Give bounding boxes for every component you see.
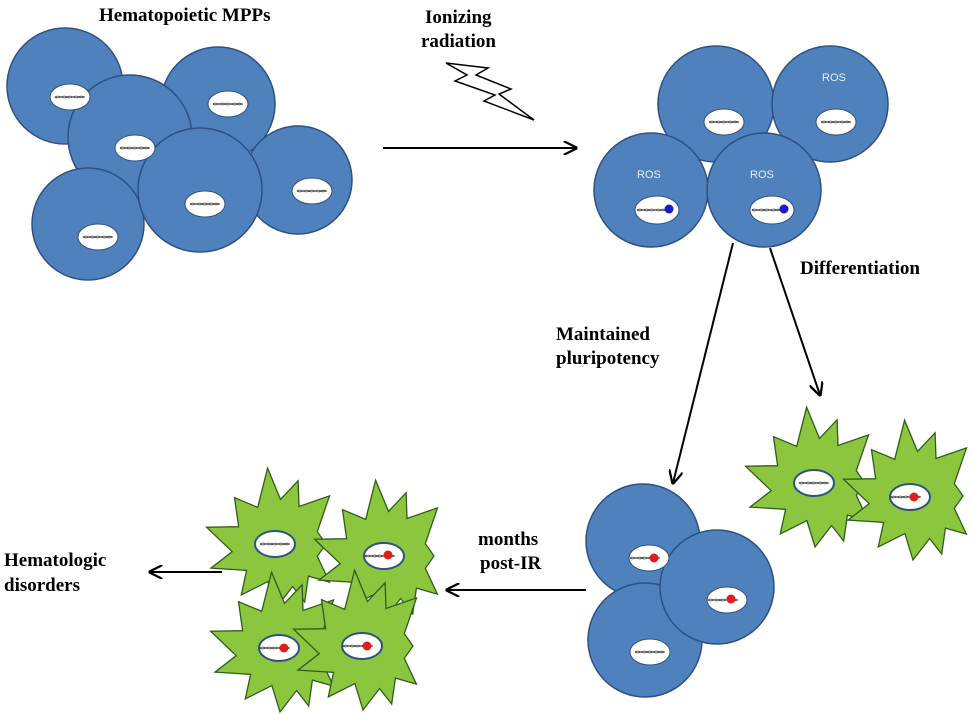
mutation-dot [279, 643, 289, 653]
ros-damage-dot [779, 204, 789, 214]
lightning-bolt-icon [445, 62, 535, 121]
mpp-nuclei [49, 83, 333, 251]
months-label-line2: post-IR [480, 553, 542, 574]
nucleus [184, 190, 226, 218]
nucleus [634, 195, 680, 225]
mpp-title: Hematopoietic MPPs [99, 5, 271, 26]
nucleus [703, 108, 745, 136]
differentiation-arrow [769, 247, 820, 395]
nucleus [815, 108, 857, 136]
stem-cell-ros [771, 45, 889, 163]
pluripotent-nuclei [628, 544, 748, 666]
ros-label: ROS [822, 72, 846, 84]
transformed-cell-group [205, 466, 439, 714]
differentiation-label: Differentiation [800, 258, 920, 279]
stem-cell [137, 127, 263, 253]
mutation-dot [383, 550, 393, 560]
stem-cell [659, 529, 775, 645]
mutation-dot [909, 492, 919, 502]
ros-label: ROS [637, 169, 661, 181]
mutation-dot [649, 553, 659, 563]
nucleus [793, 469, 835, 497]
nucleus [254, 530, 296, 558]
mutation-dot [726, 594, 736, 604]
nucleus [77, 223, 119, 251]
mpp-cell-group [6, 27, 353, 281]
nucleus [291, 177, 333, 205]
differentiated-cell-group [744, 405, 968, 562]
irradiated-cell-group [593, 45, 889, 248]
ros-damage-dot [664, 204, 674, 214]
disorders-label-line1: Hematologic [4, 550, 107, 571]
maintained-label-line2: pluripotency [556, 348, 660, 369]
disorders-label-line2: disorders [4, 575, 80, 596]
nucleus [49, 83, 91, 111]
nucleus [629, 638, 671, 666]
irradiated-nuclei [634, 108, 857, 225]
radiation-label-line2: radiation [421, 31, 496, 52]
ros-label: ROS [750, 169, 774, 181]
stem-cell-ros [706, 132, 822, 248]
nucleus [114, 134, 156, 162]
nucleus [207, 90, 249, 118]
pluripotent-cell-group [585, 483, 775, 698]
stem-cell-ros [593, 132, 709, 248]
mutation-dot [362, 641, 372, 651]
pluripotency-arrow [673, 242, 734, 483]
radiation-label-line1: Ionizing [425, 7, 492, 28]
months-label-line1: months [478, 529, 539, 550]
nucleus [749, 195, 795, 225]
maintained-label-line1: Maintained [556, 324, 650, 345]
stem-cell [31, 167, 145, 281]
